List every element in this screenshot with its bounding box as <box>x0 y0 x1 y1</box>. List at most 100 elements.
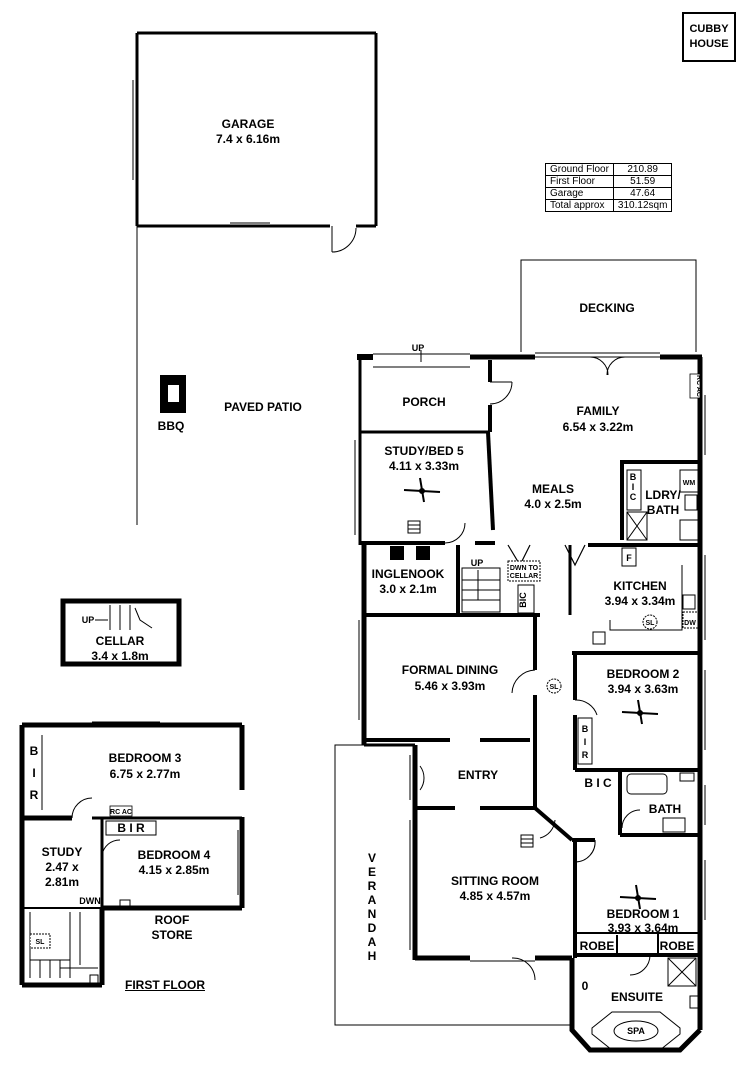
roof-store-line2: STORE <box>151 928 192 942</box>
area-value: 51.59 <box>612 175 673 188</box>
inglenook-size: 3.0 x 2.1m <box>379 582 436 596</box>
area-value: 310.12sqm <box>612 199 673 212</box>
cellar-walls <box>60 598 182 667</box>
vent-icon <box>407 520 421 534</box>
bedroom3-size: 6.75 x 2.77m <box>110 767 181 781</box>
table-row: Ground Floor 210.89 <box>545 163 673 176</box>
area-label: Ground Floor <box>545 163 614 176</box>
first-floor-sl-label: SL <box>36 939 46 946</box>
hall-bic2-label: B I C <box>584 776 612 790</box>
svg-text:V: V <box>368 851 376 865</box>
cubby-house-box: CUBBY HOUSE <box>682 12 736 62</box>
windows <box>354 395 706 950</box>
sitting-room-size: 4.85 x 4.57m <box>460 889 531 903</box>
decking-label: DECKING <box>579 301 634 315</box>
study-bed5-size: 4.11 x 3.33m <box>389 459 459 473</box>
bedroom3-bir-b: B <box>30 744 39 758</box>
laundry-bic-b: B <box>630 472 637 482</box>
spa-label: SPA <box>627 1026 645 1036</box>
bath-label: BATH <box>649 802 681 816</box>
ensuite-toilet-0: 0 <box>582 979 589 993</box>
svg-text:A: A <box>368 893 377 907</box>
study-bed5-name: STUDY/BED 5 <box>384 444 464 458</box>
bedroom2-name: BEDROOM 2 <box>607 667 680 681</box>
ensuite-label: ENSUITE <box>611 990 663 1004</box>
paved-patio-label: PAVED PATIO <box>224 400 302 414</box>
bedroom4-name: BEDROOM 4 <box>138 848 211 862</box>
sitting-room-name: SITTING ROOM <box>451 874 539 888</box>
study-ff-name: STUDY <box>42 845 83 859</box>
svg-text:D: D <box>368 921 377 935</box>
cellar-note-label: CELLAR <box>510 573 538 580</box>
family-rcac: RC AC <box>695 375 702 397</box>
garage-size: 7.4 x 6.16m <box>216 132 280 146</box>
bedroom1-size: 3.93 x 3.64m <box>608 921 679 935</box>
area-value: 47.64 <box>612 187 673 200</box>
area-label: First Floor <box>545 175 614 188</box>
bedroom4-size: 4.15 x 2.85m <box>139 863 210 877</box>
verandah-label: V E R A N D A H <box>368 851 377 963</box>
bedroom3-bir-i: I <box>32 766 35 780</box>
formal-dining-name: FORMAL DINING <box>402 663 498 677</box>
family-name: FAMILY <box>577 404 620 418</box>
svg-text:E: E <box>368 865 376 879</box>
meals-name: MEALS <box>532 482 574 496</box>
washing-machine-label: WM <box>683 480 696 487</box>
robe-left-label: ROBE <box>580 939 615 953</box>
decking-outline <box>520 259 697 352</box>
dwn-to-label: DWN TO <box>510 565 539 572</box>
laundry-line2: BATH <box>647 503 679 517</box>
stairs-up-label: UP <box>471 558 484 568</box>
inglenook-name: INGLENOOK <box>372 567 445 581</box>
cubby-label-line1: CUBBY <box>689 23 729 35</box>
porch-up-label: UP <box>412 343 425 353</box>
svg-text:A: A <box>368 935 377 949</box>
svg-text:R: R <box>368 879 377 893</box>
bedroom2-bir-i: I <box>584 737 587 747</box>
kitchen-name: KITCHEN <box>613 579 666 593</box>
laundry-fixtures <box>626 469 699 541</box>
table-row: Total approx 310.12sqm <box>545 199 673 212</box>
bedroom2-bir-r: R <box>582 750 589 760</box>
bedroom2-bir-b: B <box>582 724 589 734</box>
study-ff-size1: 2.47 x <box>45 860 79 874</box>
bedroom2-size: 3.94 x 3.63m <box>608 682 679 696</box>
robe-right-label: ROBE <box>660 939 695 953</box>
cellar-stairs <box>461 567 535 614</box>
dishwasher-label: DW <box>684 620 696 627</box>
garage-structure <box>132 31 378 525</box>
garage-name: GARAGE <box>222 117 275 131</box>
table-row: Garage 47.64 <box>545 187 673 200</box>
study-ff-size2: 2.81m <box>45 875 79 889</box>
cellar-size: 3.4 x 1.8m <box>91 649 148 663</box>
kitchen-fixtures <box>592 547 700 645</box>
formal-dining-size: 5.46 x 3.93m <box>415 679 486 693</box>
svg-text:N: N <box>368 907 377 921</box>
kitchen-sl-label: SL <box>646 620 656 627</box>
ground-floor-interior-walls <box>360 360 700 958</box>
laundry-bic-c: C <box>630 492 637 502</box>
ground-floor-walls <box>357 352 703 1053</box>
svg-text:H: H <box>368 949 377 963</box>
cellar-name: CELLAR <box>96 634 145 648</box>
laundry-bic-i: I <box>632 482 635 492</box>
ceiling-fan-icon <box>621 699 659 725</box>
laundry-line1: LDRY/ <box>645 488 681 502</box>
porch-label: PORCH <box>402 395 445 409</box>
bedroom3-bir-r: R <box>30 788 39 802</box>
meals-size: 4.0 x 2.5m <box>524 497 581 511</box>
bedroom3-name: BEDROOM 3 <box>109 751 182 765</box>
bedroom1-name: BEDROOM 1 <box>607 907 680 921</box>
bedroom4-bir-label: B I R <box>117 821 145 835</box>
table-row: First Floor 51.59 <box>545 175 673 188</box>
bedroom3-rcac: RC AC <box>110 809 132 816</box>
doors <box>419 356 651 981</box>
entry-label: ENTRY <box>458 768 498 782</box>
kitchen-size: 3.94 x 3.34m <box>605 594 676 608</box>
area-table: Ground Floor 210.89 First Floor 51.59 Ga… <box>545 163 673 212</box>
first-floor-title: FIRST FLOOR <box>125 978 205 992</box>
area-label: Total approx <box>545 199 614 212</box>
area-value: 210.89 <box>612 163 673 176</box>
roof-store-line1: ROOF <box>155 913 190 927</box>
